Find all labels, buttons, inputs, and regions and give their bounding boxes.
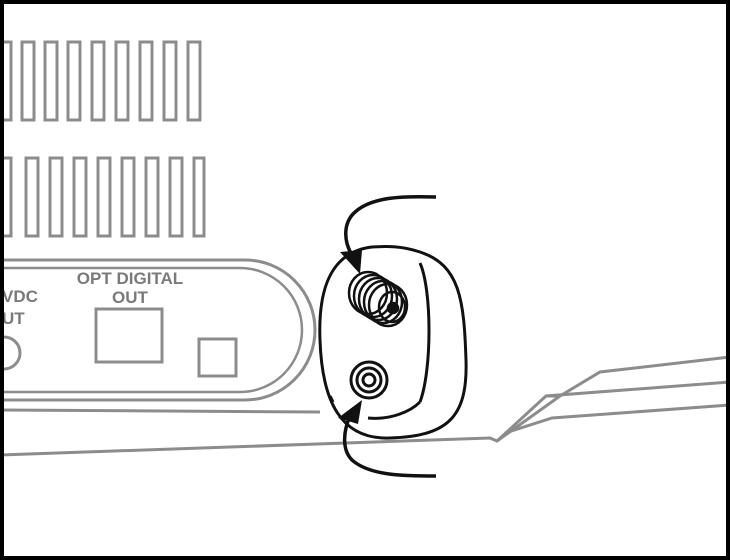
vent-slots-lower [2,158,204,236]
vent-slots-upper [2,42,200,120]
coaxial-jack [349,272,407,326]
opt-digital-label-line1: OPT DIGITAL [77,269,183,288]
dc-label-line1: VDC [2,287,38,306]
optical-port [96,309,162,362]
rca-jack [351,362,387,398]
small-port [199,339,236,376]
curved-arrow-down-icon [340,197,436,274]
dc-jack [4,337,20,369]
input-jack-housing [320,247,466,439]
device-base-lines [0,357,730,455]
dc-label-line2: UT [2,309,25,328]
opt-digital-label-line2: OUT [112,288,149,307]
